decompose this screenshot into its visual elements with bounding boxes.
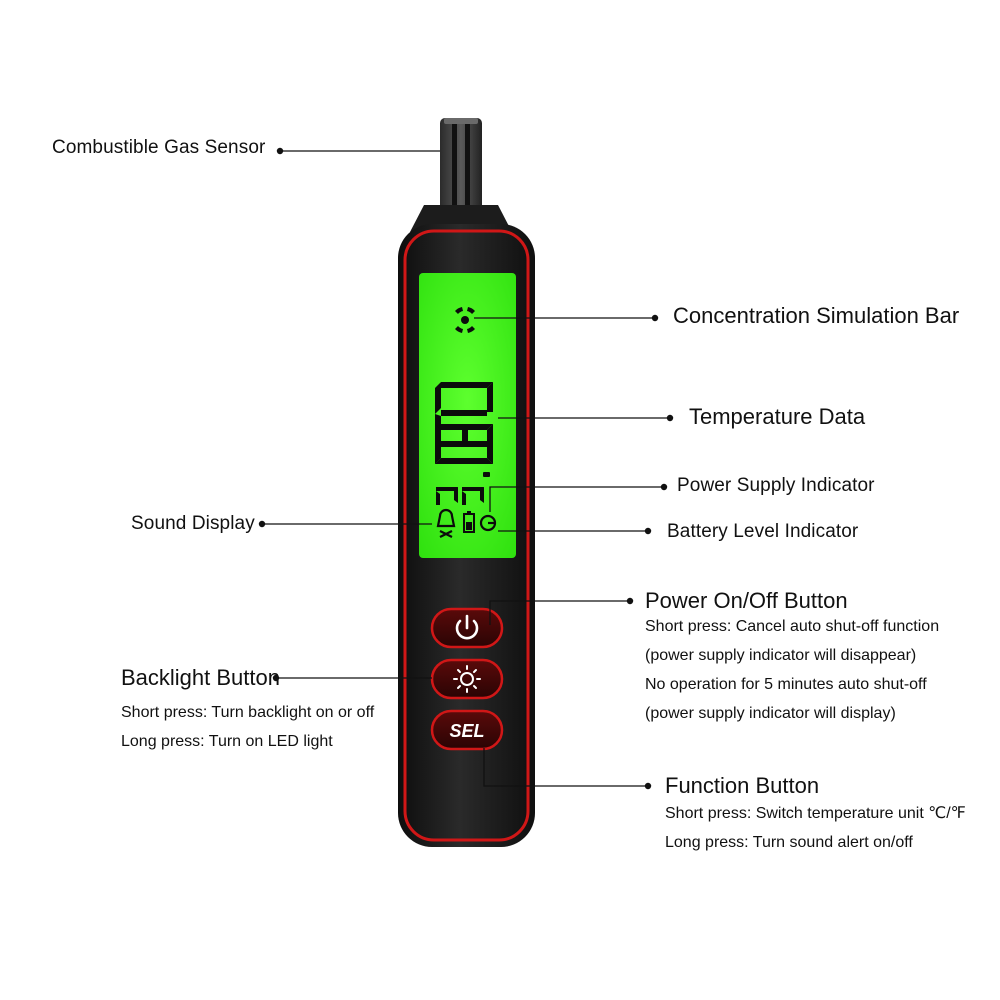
timer-icon: [479, 514, 497, 532]
sun-icon: [453, 665, 481, 693]
bell-icon: [436, 508, 456, 538]
temperature-digits: [435, 382, 493, 464]
power-button-desc: Short press: Cancel auto shut-off functi…: [645, 612, 939, 728]
function-button-desc-line: Long press: Turn sound alert on/off: [665, 834, 913, 851]
power-icon: [455, 614, 479, 640]
power-button-desc-line: No operation for 5 minutes auto shut-off: [645, 676, 927, 693]
function-button-desc: Short press: Switch temperature unit ℃/℉…: [665, 799, 966, 857]
function-button[interactable]: SEL: [430, 709, 504, 751]
function-button-title: Function Button: [665, 773, 820, 798]
function-button-label: SEL: [449, 721, 484, 741]
function-button-desc-line: Short press: Switch temperature unit ℃/℉: [665, 805, 966, 822]
battery-level-indicator-label: Battery Level Indicator: [667, 521, 859, 542]
gas-sensor-label: Combustible Gas Sensor: [52, 137, 266, 158]
power-button-desc-line: (power supply indicator will display): [645, 705, 896, 722]
backlight-button[interactable]: [430, 658, 504, 700]
power-button-desc-line: (power supply indicator will disappear): [645, 647, 917, 664]
backlight-button-desc-line: Short press: Turn backlight on or off: [121, 704, 375, 721]
concentration-bar-icon: [455, 307, 475, 333]
leader-dots: [258, 147, 674, 790]
concentration-bar-label: Concentration Simulation Bar: [673, 303, 960, 328]
power-supply-indicator-label: Power Supply Indicator: [677, 475, 875, 496]
gas-sensor-probe: [410, 118, 512, 232]
status-icons: [436, 508, 497, 538]
power-button-desc-line: Short press: Cancel auto shut-off functi…: [645, 618, 940, 635]
leader-lines: [262, 150, 670, 787]
backlight-button-desc-line: Long press: Turn on LED light: [121, 733, 333, 750]
secondary-digits: [436, 472, 490, 505]
backlight-button-title: Backlight Button: [121, 665, 280, 690]
backlight-button-desc: Short press: Turn backlight on or off Lo…: [121, 698, 374, 756]
power-button[interactable]: [430, 607, 504, 649]
sound-display-label: Sound Display: [131, 513, 255, 534]
temperature-data-label: Temperature Data: [689, 404, 866, 429]
battery-icon: [463, 511, 475, 533]
power-button-title: Power On/Off Button: [645, 588, 848, 613]
